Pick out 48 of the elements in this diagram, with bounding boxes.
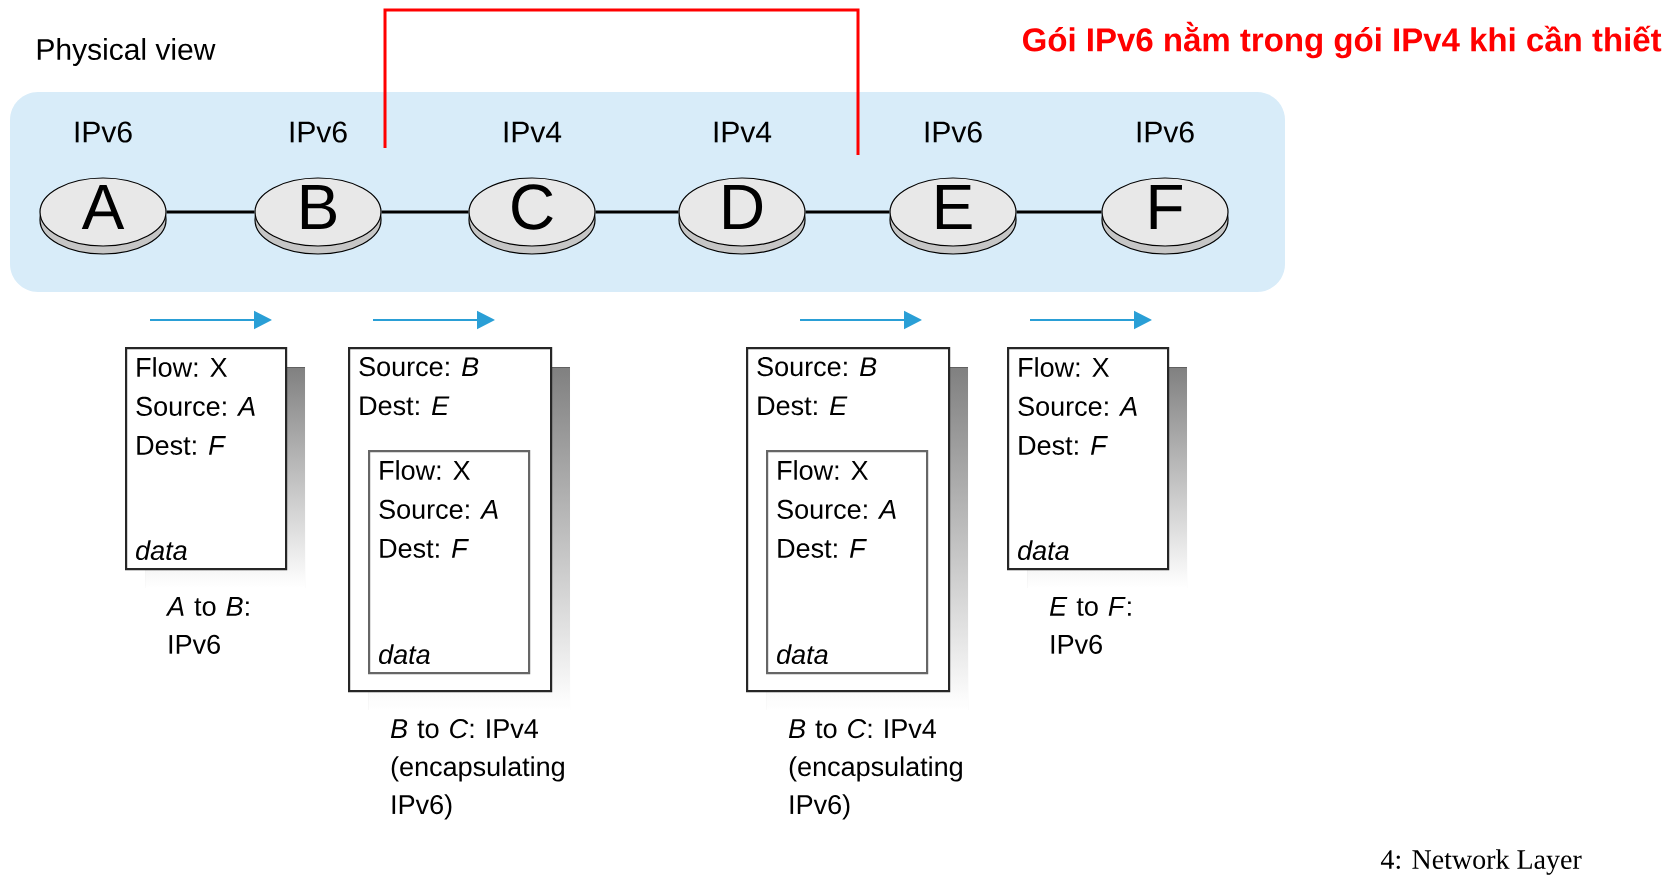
payload-label: data — [379, 644, 430, 665]
payload-label: data — [136, 540, 187, 561]
header-field: Dest: F — [380, 539, 469, 558]
header-field: Dest: E — [360, 396, 450, 416]
protocol-label: IPv6 — [1137, 121, 1194, 143]
payload-label: data — [1018, 540, 1069, 561]
header-field: Source: A — [777, 499, 896, 519]
header-field: Dest: F — [1019, 436, 1108, 455]
header-field: Source: B — [757, 357, 877, 377]
packet-box — [1007, 347, 1187, 588]
link-line — [1016, 210, 1102, 214]
header-field: Dest: F — [137, 436, 226, 455]
text-label: Physical view — [37, 38, 216, 66]
text-label: Gói IPv6 nằm trong gói IPv4 khi cần thiết — [1023, 21, 1662, 59]
link-line — [381, 210, 469, 214]
header-field: Flow: X — [137, 357, 228, 377]
protocol-label: IPv4 — [504, 121, 562, 143]
header-field: Flow: X — [1019, 357, 1110, 377]
router-disk: A — [39, 177, 167, 255]
router-disk: E — [889, 177, 1017, 255]
header-field: Dest: F — [778, 539, 867, 558]
header-field: Flow: X — [380, 460, 471, 480]
router-disk: F — [1101, 177, 1229, 255]
router-disk: C — [468, 177, 596, 255]
packet-caption: E to F: IPv6 — [1049, 597, 1131, 654]
protocol-label: IPv6 — [290, 121, 347, 143]
text-label: 4: Network Layer — [1380, 849, 1582, 875]
router-disk: D — [678, 177, 806, 255]
packet-box — [368, 450, 531, 675]
header-field: Flow: X — [778, 460, 869, 480]
protocol-label: IPv4 — [714, 121, 772, 143]
packet-box — [766, 450, 929, 675]
payload-label: data — [777, 644, 828, 665]
packet-box — [125, 347, 305, 588]
packet-caption: B to C: IPv4 (encapsulating IPv6) — [390, 719, 564, 820]
packet-caption: A to B: IPv6 — [165, 597, 249, 654]
header-field: Source: A — [136, 396, 255, 416]
protocol-label: IPv6 — [75, 121, 132, 143]
router-disk: B — [254, 177, 382, 255]
protocol-label: IPv6 — [925, 121, 982, 143]
header-field: Source: A — [379, 499, 498, 519]
link-line — [595, 210, 679, 214]
header-field: Source: A — [1018, 396, 1137, 416]
packet-caption: B to C: IPv4 (encapsulating IPv6) — [788, 719, 962, 820]
header-field: Source: B — [359, 357, 479, 377]
link-line — [805, 210, 890, 214]
link-line — [166, 210, 255, 214]
header-field: Dest: E — [758, 396, 848, 416]
